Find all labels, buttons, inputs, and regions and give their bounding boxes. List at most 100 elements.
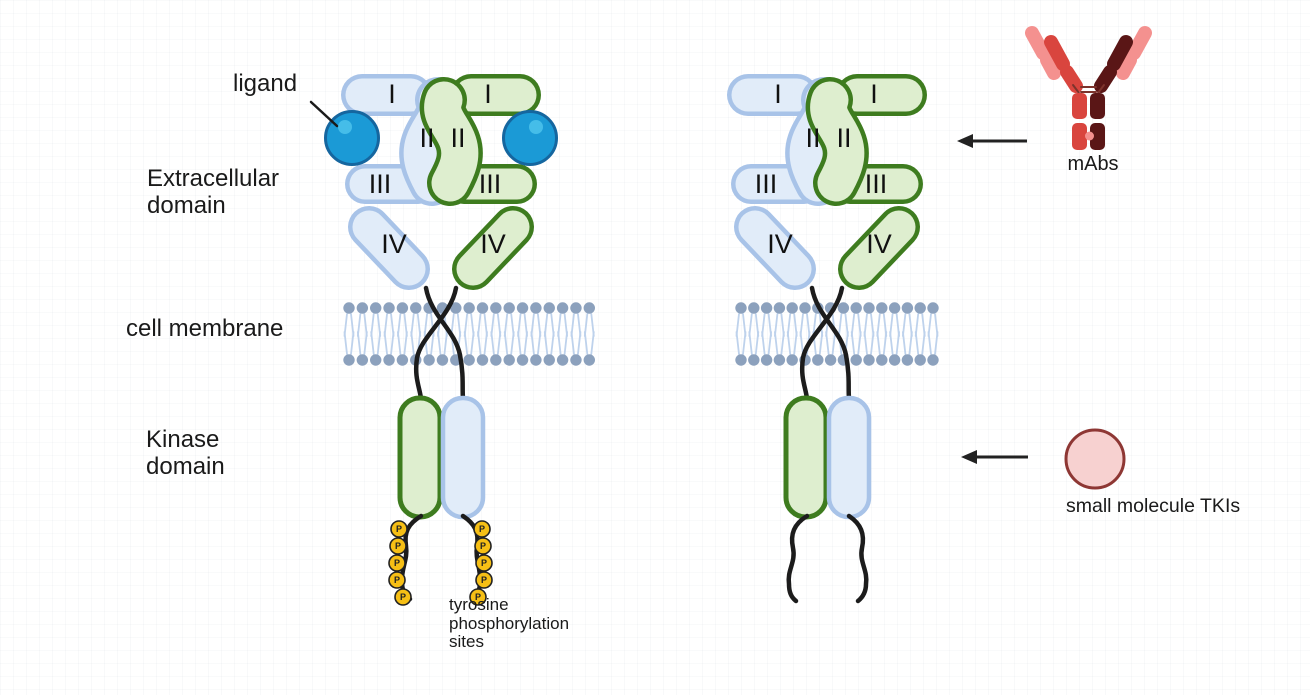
lipid-head	[383, 354, 395, 366]
lipid-head	[383, 302, 395, 314]
phospho-site-label: P	[475, 592, 481, 602]
lipid-tail	[870, 331, 875, 355]
lipid-head	[370, 302, 382, 314]
kinase-domain-label-line2: domain	[146, 452, 225, 480]
lipid-head	[863, 354, 875, 366]
domain-numeral: IV	[381, 229, 407, 259]
lipid-head	[423, 354, 435, 366]
lipid-head	[543, 302, 555, 314]
domain-numeral: I	[774, 79, 782, 109]
extracellular-domain-label: Extracellular domain	[147, 165, 280, 220]
extracellular-domain-label-line1: Extracellular	[147, 165, 280, 192]
lipid-tail	[543, 331, 549, 355]
lipid-tail	[882, 331, 888, 355]
lipid-tail	[523, 331, 528, 355]
lipid-tail	[530, 331, 535, 355]
lipid-head	[773, 354, 786, 366]
domain-numeral: II	[419, 123, 434, 153]
lipid-head	[876, 354, 888, 366]
phospho-site	[389, 537, 407, 555]
lipid-head	[530, 302, 542, 314]
lipid-tail	[590, 331, 595, 355]
domain-numeral: I	[870, 79, 878, 109]
lipid-tail	[503, 331, 509, 355]
lipid-head	[888, 302, 901, 314]
lipid-tail	[496, 331, 502, 355]
lipid-head	[735, 354, 747, 366]
cell-membrane-left	[343, 302, 595, 366]
lipid-head	[786, 354, 798, 366]
lipid-head	[914, 302, 926, 314]
ligand-pointer-line	[309, 100, 339, 128]
lipid-tail	[921, 331, 926, 355]
lipid-head	[927, 302, 939, 314]
lipid-tail	[786, 331, 792, 355]
lipid-head	[343, 302, 355, 314]
domain-numeral: IV	[480, 229, 506, 259]
ligand-icon	[502, 110, 558, 166]
domain-numeral: III	[369, 169, 392, 199]
lipid-head	[748, 354, 760, 366]
domain-numeral: II	[836, 123, 851, 153]
phospho-site-label: P	[394, 558, 400, 568]
cell-membrane-label: cell membrane	[126, 315, 284, 342]
lipid-tail	[583, 331, 589, 355]
lipid-head	[463, 302, 475, 314]
phospho-site	[475, 554, 493, 572]
domain-numeral: III	[865, 169, 888, 199]
lipid-tail	[876, 331, 881, 355]
antibody-icon	[1025, 26, 1152, 150]
lipid-tail	[927, 331, 932, 355]
lipid-tail	[356, 331, 362, 355]
lipid-head	[773, 302, 786, 314]
cell-membrane-right	[735, 302, 939, 366]
lipid-tail	[799, 331, 804, 355]
phospho-site	[390, 520, 408, 538]
phospho-site	[469, 588, 487, 606]
lipid-tail	[570, 331, 575, 355]
phospho-site	[388, 571, 406, 589]
lipid-tail	[774, 331, 779, 355]
lipid-tail	[818, 331, 824, 355]
extracellular-domain-label-line2: domain	[147, 191, 226, 219]
tki-label: small molecule TKIs	[1066, 495, 1241, 517]
lipid-head	[583, 354, 595, 366]
domain-numeral: III	[755, 169, 778, 199]
kinase-domain-label: Kinase domain	[146, 426, 225, 481]
lipid-head	[760, 302, 773, 314]
lipid-tail	[363, 331, 368, 355]
phospho-site-label: P	[479, 524, 485, 534]
phospho-site	[388, 554, 406, 572]
lipid-head	[396, 354, 409, 366]
lipid-head	[530, 354, 542, 366]
lipid-head	[556, 354, 569, 366]
phospho-site-label: P	[396, 524, 402, 534]
lipid-head	[503, 302, 515, 314]
lipid-tail	[443, 331, 448, 355]
lipid-tail	[895, 331, 900, 355]
lipid-head	[476, 302, 489, 314]
lipid-head	[927, 354, 939, 366]
lipid-tail	[889, 331, 894, 355]
lipid-head	[476, 354, 489, 366]
c-terminal-tail	[786, 513, 810, 604]
lipid-head	[901, 302, 914, 314]
lipid-tail	[477, 331, 482, 355]
lipid-tail	[754, 331, 760, 355]
phospho-site-label: P	[394, 575, 400, 585]
domain-numeral: IV	[767, 229, 793, 259]
lipid-head	[570, 302, 582, 314]
tki-arrow	[961, 450, 1028, 464]
lipid-tail	[463, 331, 469, 355]
lipid-tail	[430, 331, 435, 355]
lipid-tail	[437, 331, 442, 355]
lipid-head	[570, 354, 582, 366]
lipid-tail	[825, 331, 830, 355]
kinase-domain-label-line1: Kinase	[146, 426, 220, 453]
phosphorylation-sites-label-line2: phosphorylation	[449, 613, 570, 633]
lipid-head	[799, 302, 811, 314]
lipid-tail	[396, 331, 402, 355]
lipid-head	[356, 354, 369, 366]
